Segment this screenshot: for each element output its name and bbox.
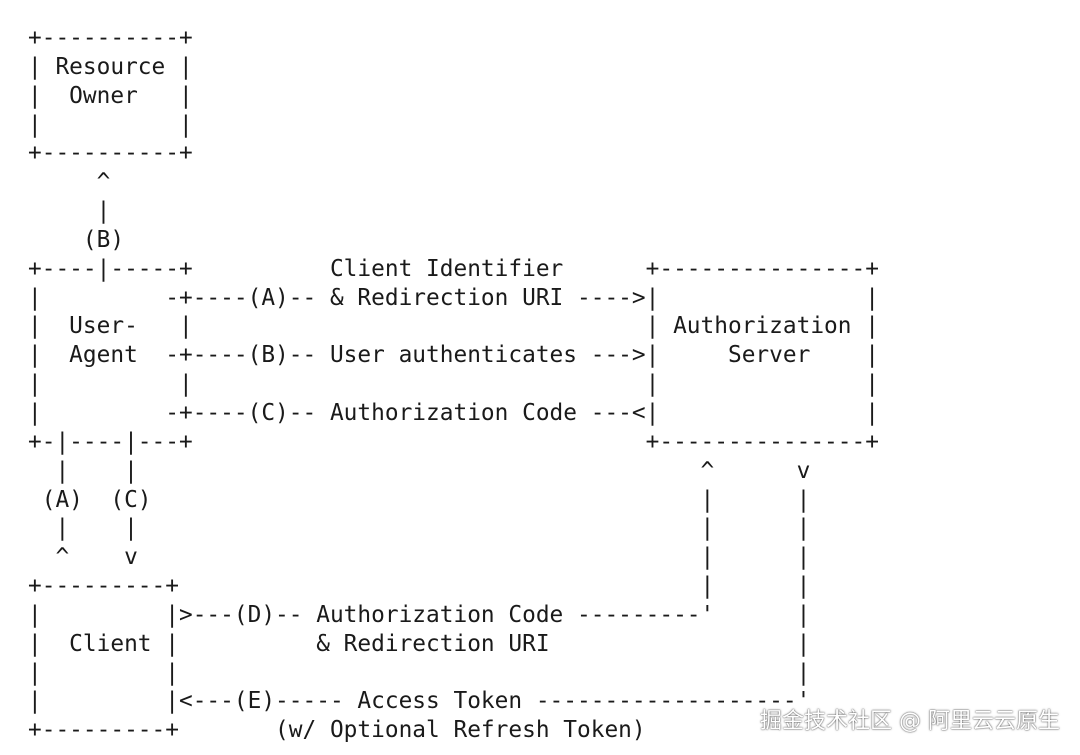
client-label-and-redirection-uri: | Client | & Redirection URI | [28, 630, 811, 657]
vertical-connectors-arrowheads: ^ v | | [28, 544, 811, 571]
resource-owner-box-body: | | [28, 111, 193, 138]
user-agent-and-server-box-bottom: +-|----|---+ +---------------+ [28, 428, 879, 455]
oauth-authorization-code-flow-diagram: +----------+| Resource || Owner || |+---… [28, 24, 879, 745]
client-box-bottom-and-refresh-token-note: +---------+ (w/ Optional Refresh Token) [28, 717, 646, 744]
user-agent-box-top-and-client-identifier-label: +----|-----+ Client Identifier +--------… [28, 255, 879, 282]
user-agent-label-and-authorization-label: | User- | | Authorization | [28, 313, 879, 340]
client-box-body: | | | [28, 659, 811, 686]
step-e-access-token-arrow: | |<---(E)----- Access Token -----------… [28, 688, 811, 715]
vertical-connectors-line-2: | | | | [28, 515, 811, 542]
client-box-top: +---------+ | | [28, 573, 811, 600]
step-a-redirection-uri-arrow: | -+----(A)-- & Redirection URI ---->| | [28, 284, 879, 311]
resource-owner-box-bottom: +----------+ [28, 140, 193, 167]
user-agent-and-server-box-body: | | | | [28, 371, 879, 398]
step-b-user-authenticates-arrow: | Agent -+----(B)-- User authenticates -… [28, 342, 879, 369]
arrow-b-up-shaft: | [28, 198, 111, 225]
step-a-c-labels: (A) (C) | | [28, 486, 811, 513]
resource-owner-box-top: +----------+ [28, 25, 193, 51]
step-c-authorization-code-arrow: | -+----(C)-- Authorization Code ---<| | [28, 399, 879, 426]
watermark: 掘金技术社区 @ 阿里云云原生 [760, 709, 1060, 734]
resource-owner-label-line-2: | Owner | [28, 82, 193, 109]
arrow-b-up-head: ^ [28, 169, 111, 196]
step-d-authorization-code-arrow: | |>---(D)-- Authorization Code --------… [28, 601, 811, 628]
vertical-connectors-line-1: | | ^ v [28, 457, 811, 484]
resource-owner-label-line-1: | Resource | [28, 53, 193, 80]
step-b-label: (B) [28, 226, 125, 253]
